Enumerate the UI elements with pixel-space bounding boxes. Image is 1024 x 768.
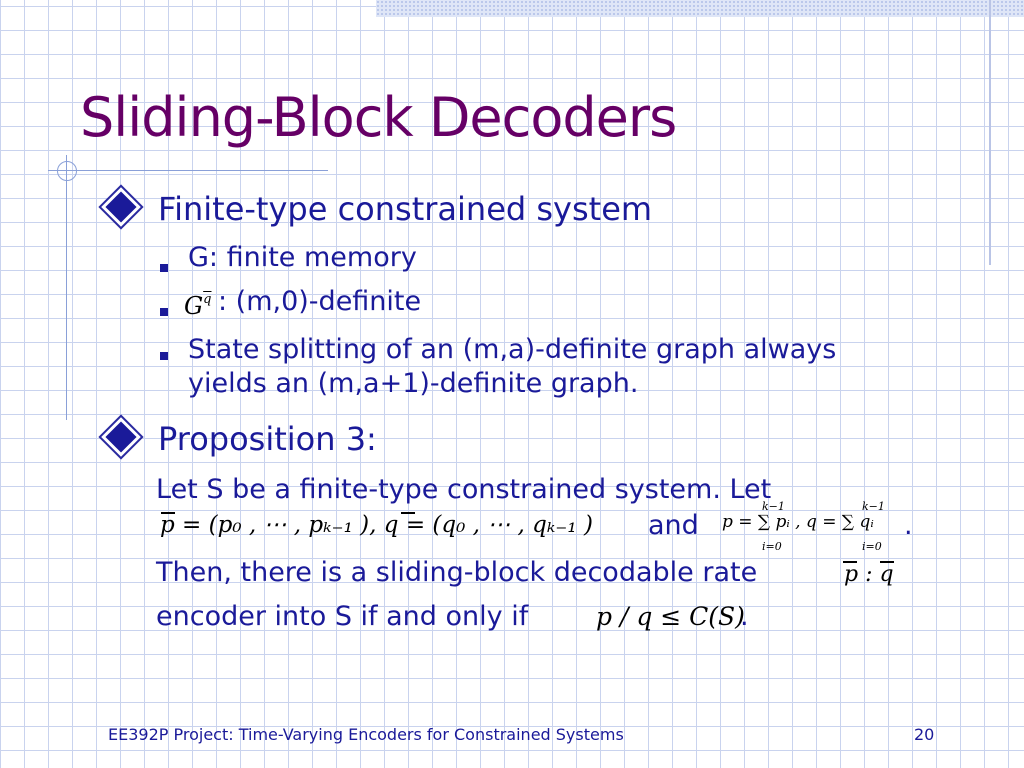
footer-project-title: EE392P Project: Time-Varying Encoders fo… — [108, 725, 624, 744]
bullet-finite-type: Finite-type constrained system — [158, 190, 653, 228]
slide-number: 20 — [914, 725, 935, 744]
condition-period: . — [740, 601, 749, 632]
left-decor-rule — [66, 155, 67, 420]
slide-title: Sliding-Block Decoders — [80, 86, 677, 149]
sum-math: p = ∑ pᵢ , q = ∑ qᵢ — [722, 512, 874, 532]
condition-math: p / q ≤ C(S) — [596, 602, 745, 631]
title-underline-rule — [48, 170, 328, 171]
g-superscript: q — [203, 292, 212, 307]
p-overline — [161, 512, 175, 514]
g-math: Gq — [184, 292, 212, 320]
diamond-bullet-icon — [105, 191, 137, 223]
sub-bullet-state-splitting-2: yields an (m,a+1)-definite graph. — [188, 368, 639, 399]
right-decor-rule — [989, 0, 991, 265]
sum-lower-limit: i=0 — [762, 540, 782, 553]
bullet-proposition: Proposition 3: — [158, 420, 377, 458]
diamond-bullet-icon — [105, 421, 137, 453]
prop-line-4: encoder into S if and only if — [156, 601, 529, 632]
rate-q-overline — [880, 561, 894, 563]
prop-line-3: Then, there is a sliding-block decodable… — [156, 557, 758, 588]
square-bullet-icon — [160, 264, 168, 272]
q-overline — [401, 512, 415, 514]
sub-bullet-definite: : (m,0)-definite — [218, 286, 422, 317]
p-vector-math: p = (p₀ , ⋯ , pₖ₋₁ ), q = (q₀ , ⋯ , qₖ₋₁… — [160, 512, 593, 538]
top-decor-band — [376, 0, 1024, 17]
sum-upper-limit: k−1 — [862, 500, 885, 513]
prop-line-1: Let S be a finite-type constrained syste… — [156, 474, 772, 505]
sum-lower-limit: i=0 — [862, 540, 882, 553]
title-crosshair-circle — [57, 161, 77, 181]
rate-math: p : q — [844, 562, 894, 587]
rate-p-overline — [843, 561, 857, 563]
prop-and: and — [648, 510, 699, 541]
sub-bullet-finite-memory: G: finite memory — [188, 242, 417, 273]
sum-upper-limit: k−1 — [762, 500, 785, 513]
square-bullet-icon — [160, 308, 168, 316]
square-bullet-icon — [160, 352, 168, 360]
sub-bullet-state-splitting-1: State splitting of an (m,a)-definite gra… — [188, 334, 837, 365]
sum-period: . — [904, 510, 913, 541]
